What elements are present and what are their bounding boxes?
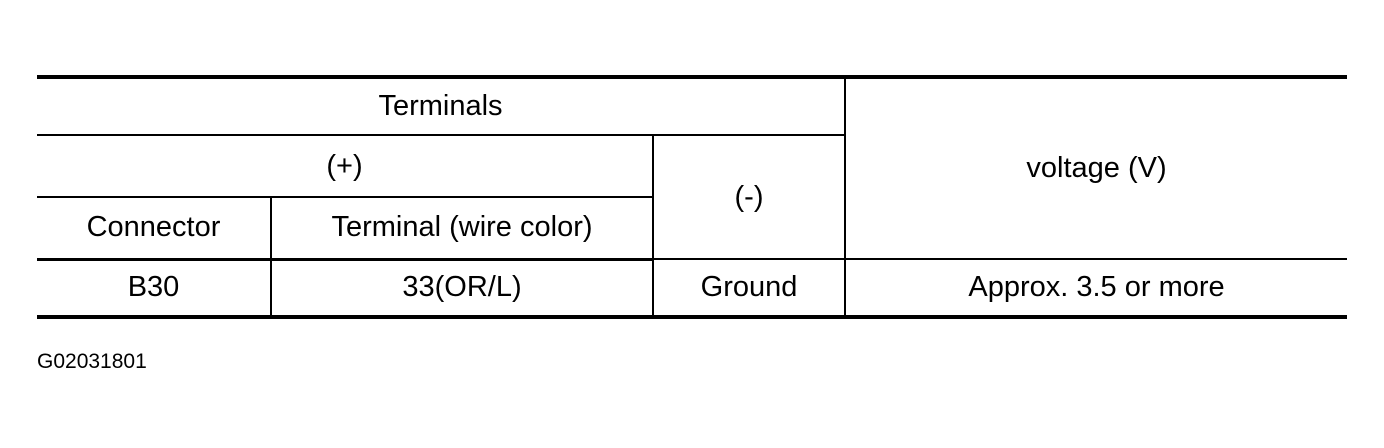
connector-cell: B30 [37,258,272,319]
header-row-polarity: (+) (-) [37,134,1347,260]
terminal-cell: 33(OR/L) [270,258,654,319]
header-row-terminals: Terminals voltage (V) [37,75,1348,260]
terminals-header: Terminals [37,75,847,136]
negative-cell: Ground [651,258,847,319]
table-row: B30 33(OR/L) Ground Approx. 3.5 or more [37,258,1348,319]
positive-header: (+) [37,134,654,198]
voltage-header: voltage (V) [844,75,1348,260]
voltage-cell: Approx. 3.5 or more [844,258,1348,319]
voltage-spec-table: Terminals voltage (V) (+) (-) Connector … [37,75,1348,319]
figure-id: G02031801 [37,350,147,373]
negative-header: (-) [651,134,847,260]
header-row-columns: Connector Terminal (wire color) [37,196,1347,261]
connector-header: Connector [37,196,272,261]
terminal-wire-color-header: Terminal (wire color) [270,196,654,261]
